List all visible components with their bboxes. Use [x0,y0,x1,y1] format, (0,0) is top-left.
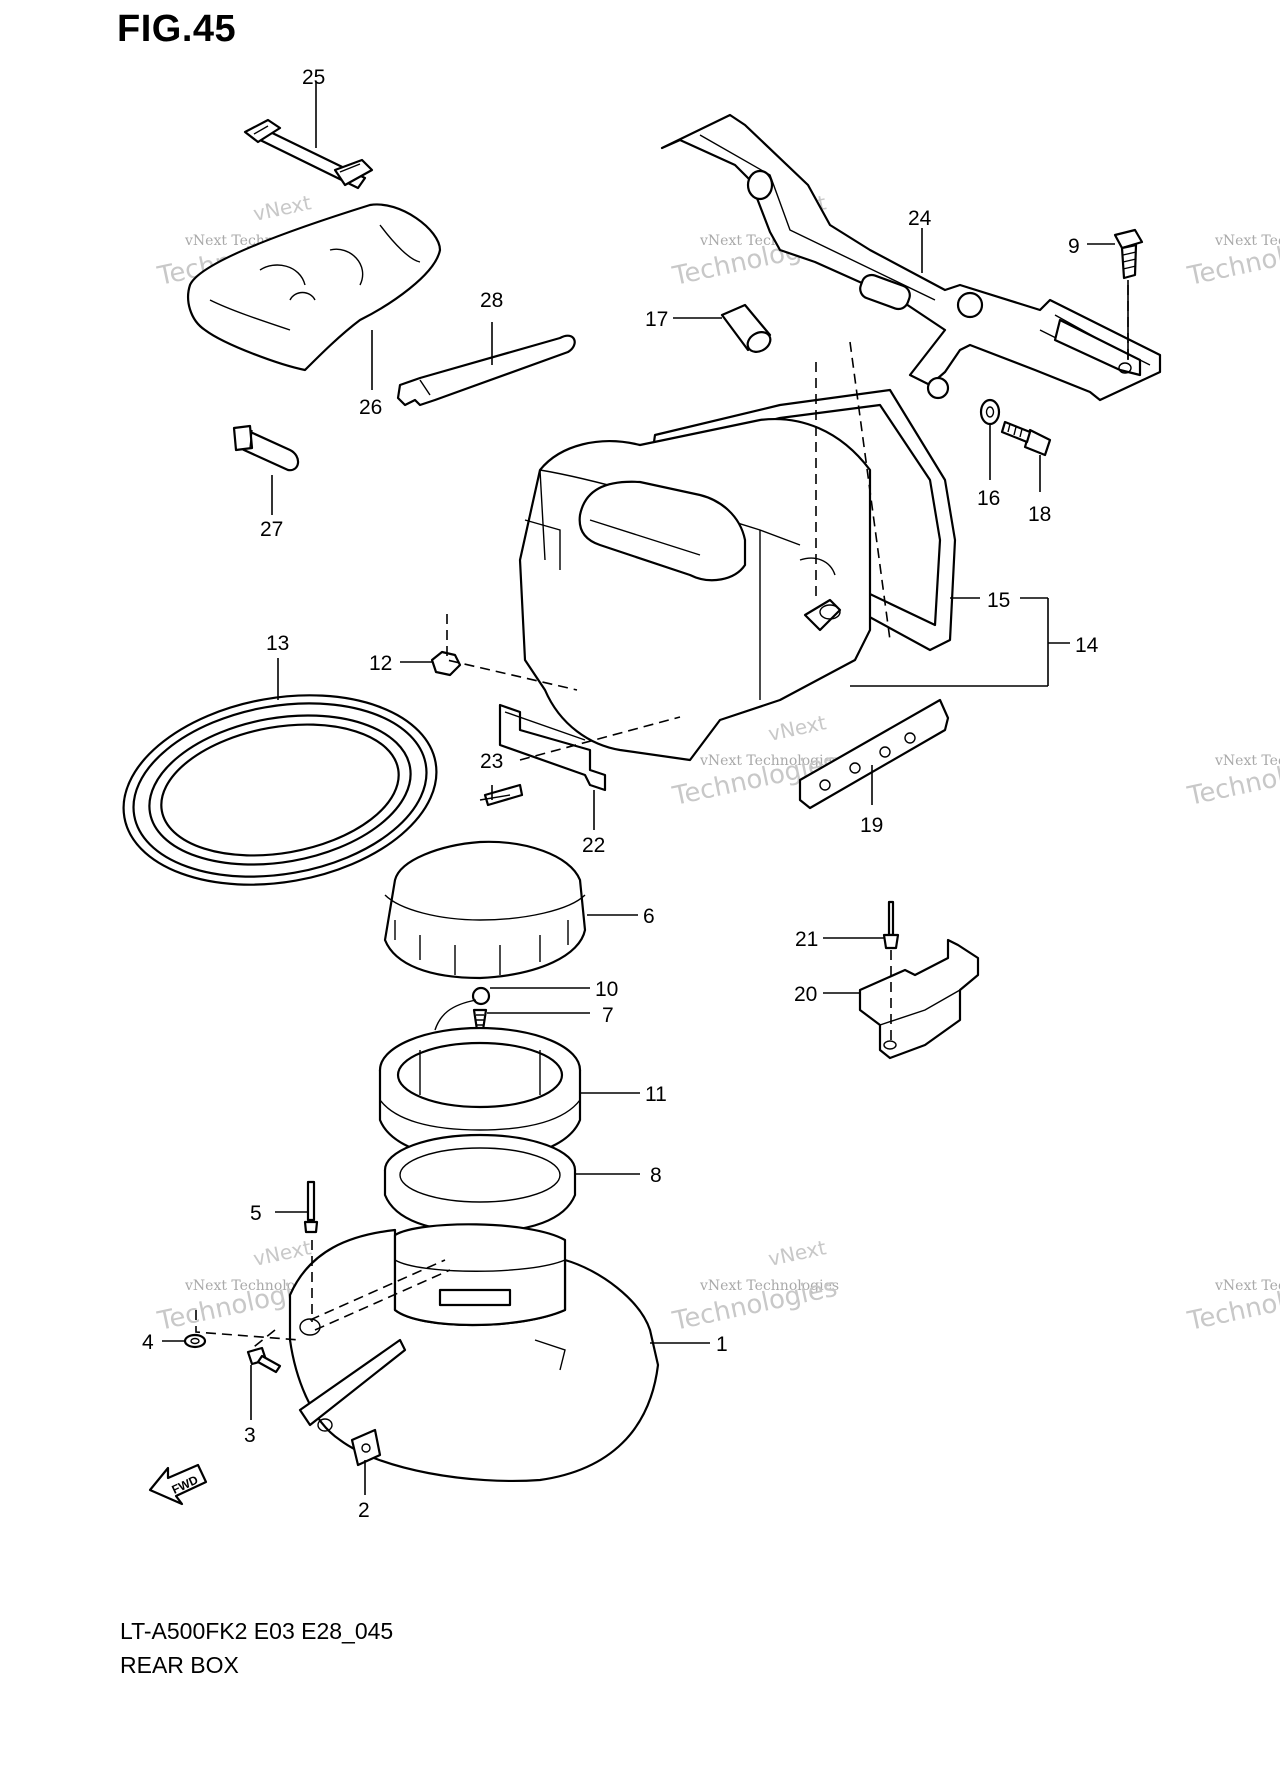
callout-9: 9 [1068,235,1080,258]
part-17-collar [720,303,772,353]
watermark-6: vNext Technologies vNext Technologies [1184,748,1280,812]
diagram-code: LT-A500FK2 E03 E28_045 [120,1618,394,1644]
part-12-nut [430,650,462,677]
part-22-plate [498,703,607,792]
callout-14: 14 [1075,634,1099,657]
callout-20: 20 [794,983,817,1006]
part-24-carrier-bracket [660,113,1162,402]
diagram-name: REAR BOX [120,1652,239,1678]
callout-24: 24 [908,207,932,230]
part-28-wrench [396,334,576,407]
figure-title: FIG.45 [117,8,237,50]
callout-7: 7 [602,1004,614,1027]
watermark-8: vNext Technologies vNext Technologies [669,1235,840,1337]
part-10-cable [434,986,491,1031]
callout-15: 15 [987,589,1010,612]
part-20-bracket [858,938,980,1060]
callout-1: 1 [716,1333,728,1356]
watermark-9: vNext Technologies vNext Technologies [1184,1273,1280,1337]
fwd-arrow-icon: FWD [148,1463,208,1506]
svg-text:vNext Technologies: vNext Technologies [699,1278,839,1294]
svg-text:vNext: vNext [251,1235,313,1271]
part-27-plug [232,424,300,472]
leader-lines [162,82,1129,1495]
part-5-rivet [303,1180,319,1234]
svg-text:vNext Technologies: vNext Technologies [184,1278,324,1294]
callout-28: 28 [480,289,503,312]
callout-23: 23 [480,750,503,773]
part-21-rivet [882,900,900,950]
part-4-washer [183,1333,207,1349]
part-19-reflector-bracket [798,698,950,810]
part-13-ring-seal [122,694,438,886]
part-18-bolt [1000,420,1052,457]
part-23-rivet [479,783,524,807]
callout-4: 4 [142,1331,154,1354]
callout-26: 26 [359,396,382,419]
callout-17: 17 [645,308,668,331]
callout-12: 12 [369,652,392,675]
callout-21: 21 [795,928,818,951]
part-6-cap [383,840,587,980]
callout-10: 10 [595,978,618,1001]
callout-18: 18 [1028,503,1051,526]
svg-text:vNext Technologies: vNext Technologies [1214,233,1280,249]
part-25-strap [243,118,374,190]
callout-6: 6 [643,905,655,928]
part-16-washer [979,398,1001,426]
callout-5: 5 [250,1202,262,1225]
part-9-bolt [1113,228,1144,280]
svg-text:vNext: vNext [251,190,313,226]
part-8-inner-ring [383,1133,577,1234]
part-3-screw [246,1346,282,1374]
callout-11: 11 [645,1083,667,1106]
callout-13: 13 [266,632,289,655]
callout-16: 16 [977,487,1000,510]
part-26-tool-bag [187,203,442,372]
svg-text:vNext: vNext [766,710,828,746]
callout-27: 27 [260,518,283,541]
part-11-outer-ring [378,1026,582,1162]
callouts: 25 26 27 28 24 9 17 16 18 15 14 13 12 23… [142,66,1099,1522]
part-1-base [288,1223,660,1483]
svg-text:vNext Technologies: vNext Technologies [699,753,839,769]
part-2-clip [350,1428,382,1467]
part-14-rear-box [518,418,872,762]
part-7-screw [472,1008,488,1032]
callout-19: 19 [860,814,883,837]
watermark-3: vNext Technologies vNext Technologies [1184,228,1280,292]
callout-22: 22 [582,834,605,857]
callout-3: 3 [244,1424,256,1447]
callout-8: 8 [650,1164,662,1187]
callout-2: 2 [358,1499,370,1522]
svg-text:vNext Technologies: vNext Technologies [1214,1278,1280,1294]
svg-text:vNext: vNext [766,1235,828,1271]
callout-25: 25 [302,66,325,89]
svg-text:vNext Technologies: vNext Technologies [1214,753,1280,769]
